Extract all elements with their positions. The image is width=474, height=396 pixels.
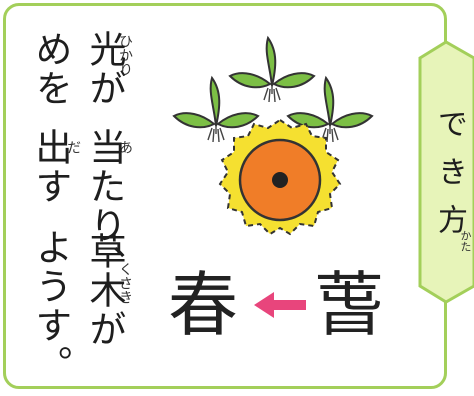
sprout-icon-left xyxy=(173,77,259,143)
ruby-da: だ xyxy=(65,140,81,154)
arrow-left-icon xyxy=(254,292,306,318)
tab-dekikata xyxy=(418,40,474,304)
text-col-5: 草木が xyxy=(83,232,126,349)
text-col-2: めを xyxy=(29,30,72,108)
spring-illustration xyxy=(173,37,373,236)
sprout-icon-top xyxy=(229,37,315,103)
kanji-modern: 春 xyxy=(168,264,238,346)
text-col-1: 光が xyxy=(83,30,126,108)
text-col-3: 当たり、 xyxy=(83,128,126,284)
text-col-4: 出す xyxy=(29,128,72,206)
ruby-a: あ xyxy=(117,140,133,154)
tab-label: でき方 xyxy=(432,108,467,252)
kanji-card xyxy=(3,3,447,389)
ruby-hikari: ひかり xyxy=(117,34,133,76)
ruby-kusaki: くさき xyxy=(117,262,133,304)
sun-icon xyxy=(218,118,342,236)
tab-ruby: かた xyxy=(459,230,472,252)
text-col-6: ようす。 xyxy=(29,228,72,384)
kanji-ancient: 萅 xyxy=(314,264,384,346)
